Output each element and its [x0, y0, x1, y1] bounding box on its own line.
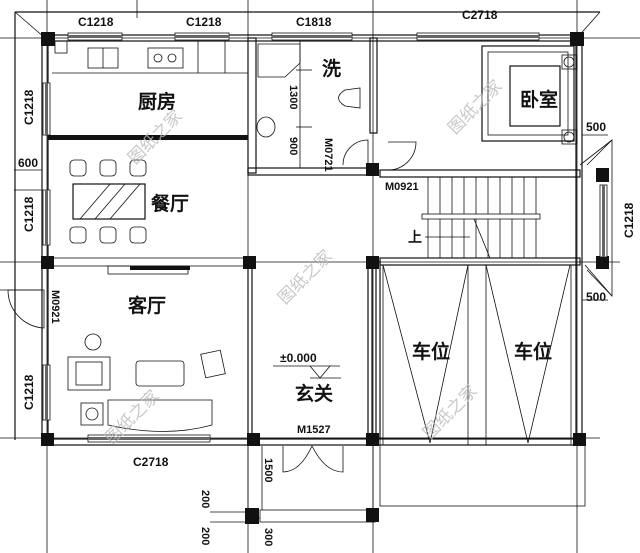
door-label-stair: M0921: [385, 181, 419, 193]
dim-900: 900: [287, 137, 299, 155]
structural-columns: [41, 32, 609, 524]
room-label-bedroom: 卧室: [520, 88, 558, 111]
dim-1300: 1300: [287, 85, 299, 109]
main-entry-door[interactable]: [282, 445, 344, 473]
left-windows: [42, 82, 51, 421]
window-label-right-stair: C1218: [622, 202, 636, 238]
room-label-parking-2: 车位: [514, 340, 552, 363]
watermark: 图纸之家: [274, 246, 336, 308]
window-label-left-kitchen: C1218: [22, 89, 36, 125]
dim-600: 600: [18, 156, 38, 170]
dim-200-bottom: 200: [199, 527, 211, 545]
room-label-parking-1: 车位: [412, 340, 450, 363]
dim-200-top: 200: [199, 490, 211, 508]
dim-300: 300: [262, 528, 274, 546]
room-label-bathroom: 洗: [322, 57, 341, 80]
living-bottom-window-glass: [88, 437, 210, 440]
window-label-top-right: C2718: [462, 8, 498, 22]
watermark: 图纸之家: [444, 76, 506, 138]
elevation-marker: [273, 365, 341, 379]
stove-icon: [147, 47, 184, 69]
parking-spaces: [382, 264, 572, 446]
window-label-left-living: C1218: [22, 374, 36, 410]
room-label-kitchen: 厨房: [138, 90, 176, 113]
room-label-dining: 餐厅: [151, 192, 189, 215]
stairs-up-label: 上: [408, 230, 422, 246]
bathroom-fixtures: [256, 41, 369, 168]
window-label-left-dining: C1218: [22, 196, 36, 232]
window-label-top-left: C1218: [78, 15, 114, 29]
window-label-bottom-living: C2718: [133, 455, 169, 469]
watermark: 图纸之家: [419, 381, 481, 443]
side-entry-door[interactable]: [0, 289, 45, 329]
right-bay-window: [579, 139, 613, 297]
top-windows: [67, 32, 540, 41]
staircase[interactable]: [421, 177, 541, 259]
kitchen-counter: [52, 40, 248, 74]
dining-set: [69, 159, 147, 244]
door-label-main-entry: M1527: [297, 424, 331, 436]
room-label-living: 客厅: [128, 294, 166, 317]
dim-500-top: 500: [586, 120, 606, 134]
window-label-top-mid: C1218: [186, 15, 222, 29]
room-label-foyer: 玄关: [295, 382, 333, 405]
door-label-side-entry: M0921: [49, 290, 61, 324]
dim-500-bottom: 500: [586, 290, 606, 304]
living-furniture: [67, 333, 226, 432]
elevation-label: ±0.000: [280, 351, 317, 365]
door-label-bathroom: M0721: [322, 138, 334, 172]
bedroom-furniture: [387, 45, 578, 171]
dimension-lines: [14, 134, 608, 523]
window-label-bath: C1818: [296, 15, 332, 29]
dim-1500: 1500: [262, 458, 274, 482]
